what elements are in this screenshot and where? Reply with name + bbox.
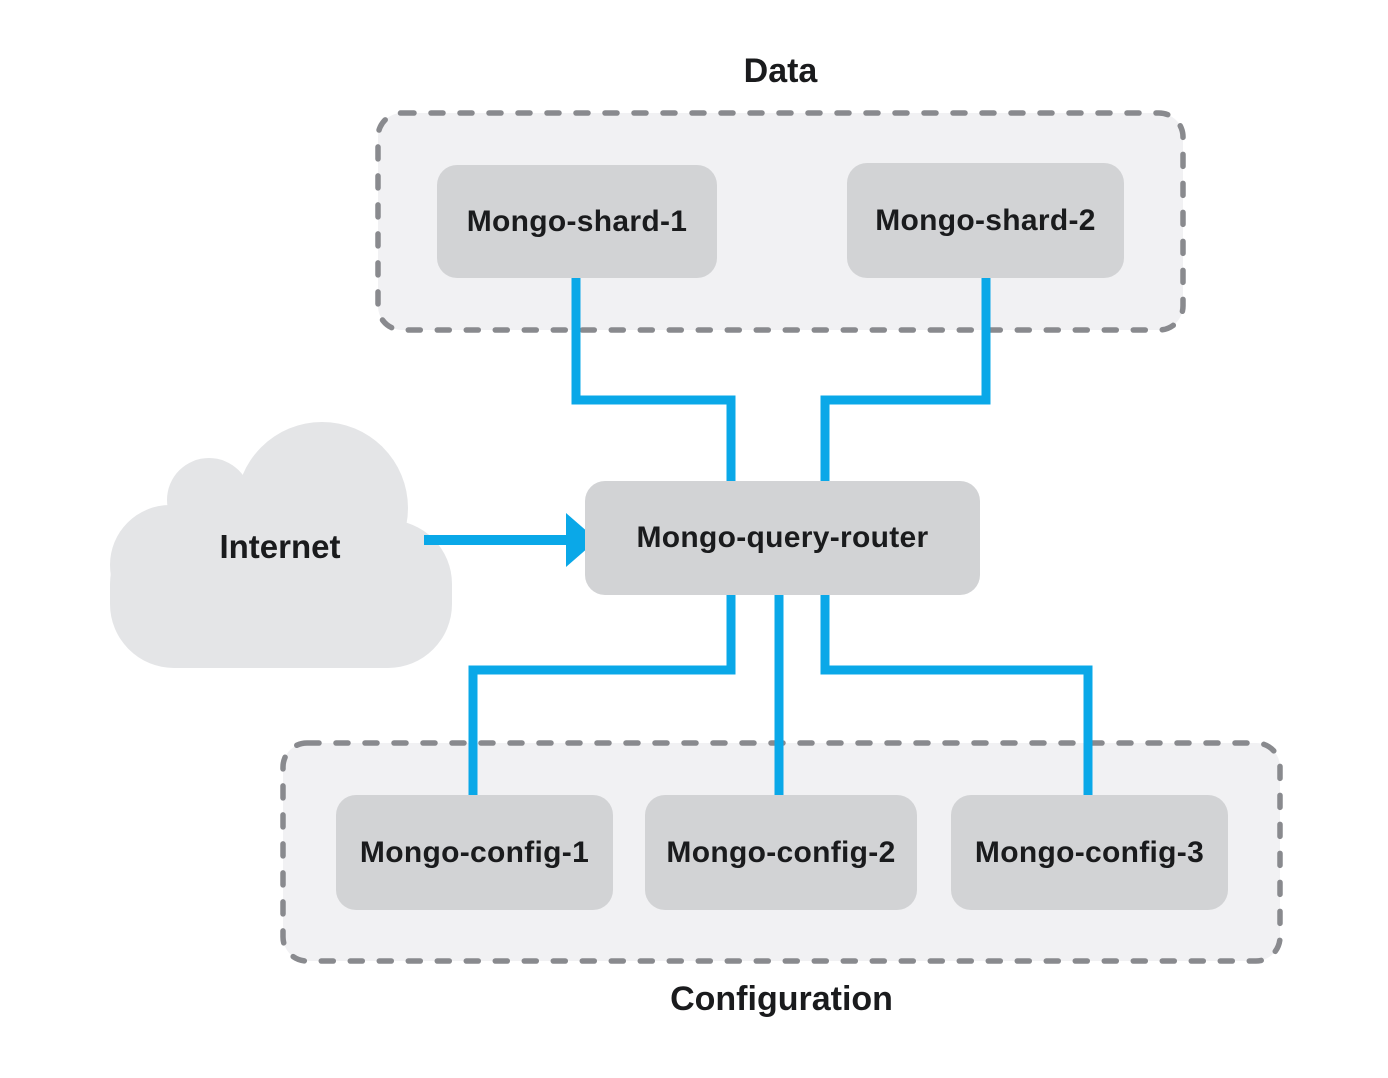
internet-cloud-icon xyxy=(110,422,452,668)
node-mongo-config-1: Mongo-config-1 xyxy=(336,795,613,910)
connector-shard2-to-router xyxy=(820,272,991,486)
connector-router-to-config3 xyxy=(820,590,1093,800)
node-mongo-config-1-label: Mongo-config-1 xyxy=(359,835,590,869)
internet-to-router-arrow xyxy=(424,513,597,567)
node-mongo-shard-2-label: Mongo-shard-2 xyxy=(875,203,1096,237)
node-mongo-config-2: Mongo-config-2 xyxy=(645,795,917,910)
node-mongo-shard-1-label: Mongo-shard-1 xyxy=(466,204,688,238)
node-mongo-config-2-label: Mongo-config-2 xyxy=(666,835,896,869)
internet-label: Internet xyxy=(219,528,341,565)
connector-router-to-config1 xyxy=(468,590,736,800)
node-mongo-shard-1: Mongo-shard-1 xyxy=(437,165,717,278)
node-mongo-shard-2: Mongo-shard-2 xyxy=(847,163,1124,278)
node-mongo-config-3-label: Mongo-config-3 xyxy=(974,835,1205,869)
node-mongo-config-3: Mongo-config-3 xyxy=(951,795,1228,910)
connector-shard1-to-router xyxy=(571,272,736,486)
configuration-group-title: Configuration xyxy=(670,980,893,1018)
node-mongo-query-router-label: Mongo-query-router xyxy=(636,521,929,554)
data-group-title: Data xyxy=(743,52,818,90)
node-mongo-query-router: Mongo-query-router xyxy=(585,481,980,595)
